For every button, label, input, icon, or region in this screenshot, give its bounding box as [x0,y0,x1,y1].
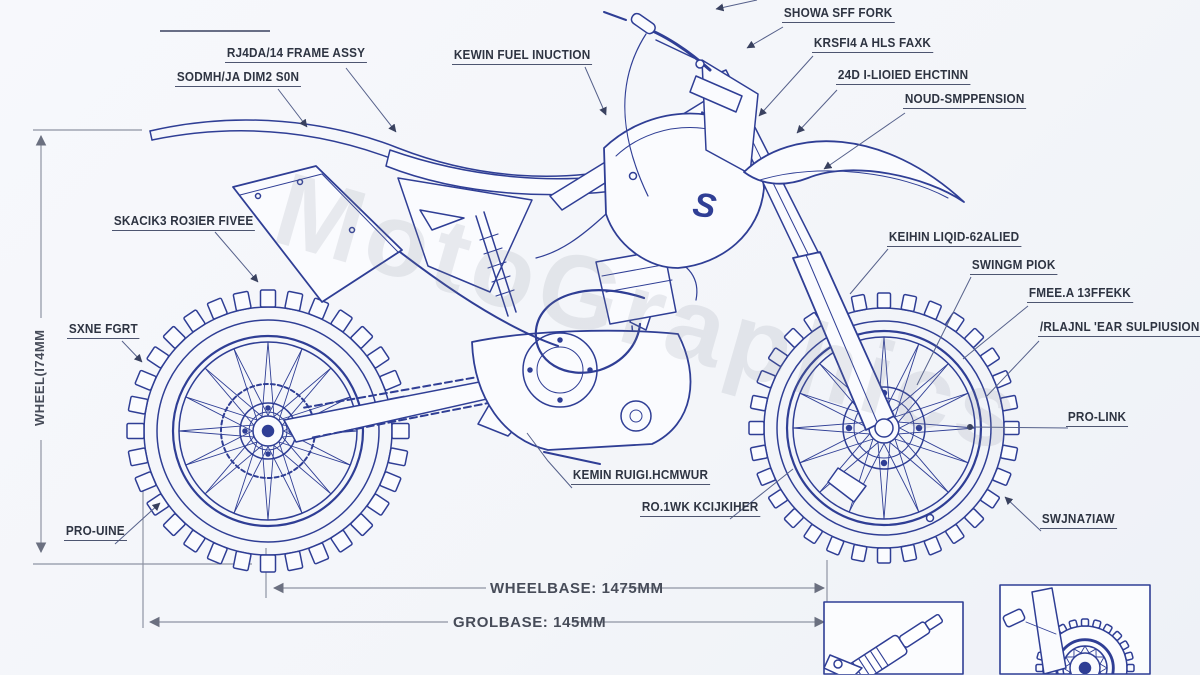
engine [399,249,698,465]
callout-pro-uine: PRO-UINE [64,524,127,541]
exhaust-header [534,289,646,374]
callout-fmee: FMEE.A 13FFEKK [1027,286,1133,303]
inset-box-wheel [999,584,1151,675]
callout-kemin-rugi: KEMIN RUIGI.HCMWUR [571,468,711,485]
front-fork [689,59,965,523]
inset-box-shock [823,601,964,675]
pro-link-leader [971,426,1069,429]
callout-swingm-piok: SWINGM PIOK [970,258,1058,275]
callout-frame-assy: RJ4DA/14 FRAME ASSY [225,46,368,63]
callout-pro-link: PRO-LINK [1066,410,1129,427]
clutch-cover [522,332,598,408]
callout-keihin-liquid: KEIHIN LIQID-62ALIED [887,230,1022,247]
front-caliper [827,467,867,503]
callout-skacik3: SKACIK3 RO3IER FIVEE [112,214,256,231]
wheel-height-dimension: WHEEL(I74MM [32,329,47,427]
callout-rear-suspension: /RLAJNL 'EAR SULPIUSION [1038,320,1200,337]
cable [624,33,649,197]
callout-ro1wk: RO.1WK KCIJKIHER [640,500,761,517]
handlebar [603,11,712,197]
brake-pedal [543,451,601,465]
grolbase-dimension: GROLBASE: 145MM [453,614,607,631]
triple-clamp [689,75,743,113]
callout-fork-spring: KRSFI4 A HLS FAXK [812,36,933,53]
grip [630,12,656,35]
callout-liquid-engine: 24D I-LIOIED EHCTINN [836,68,971,85]
front-fender [743,140,965,203]
callout-leader-lines [114,0,1069,545]
exhaust-muffler [232,165,403,303]
wheelbase-dimension: WHEELBASE: 1475MM [490,580,664,597]
dimension-lines [33,129,828,648]
callout-sodmwja: SODMH/JA DIM2 S0N [175,70,302,87]
stray-arrow [715,0,758,12]
callout-sxne-fgrt: SXNE FGRT [67,322,140,339]
callout-mud-suspension: NOUD-SMPPENSION [903,92,1027,109]
callout-showa-fork: SHOWA SFF FORK [782,6,895,23]
callout-swjna: SWJNA7IAW [1040,512,1117,529]
rear-shock [475,211,517,317]
side-panel [397,177,533,293]
callout-fuel-injection: KEWIN FUEL INUCTION [452,48,593,65]
brake-lever [603,11,627,21]
rear-wheel [126,289,410,573]
